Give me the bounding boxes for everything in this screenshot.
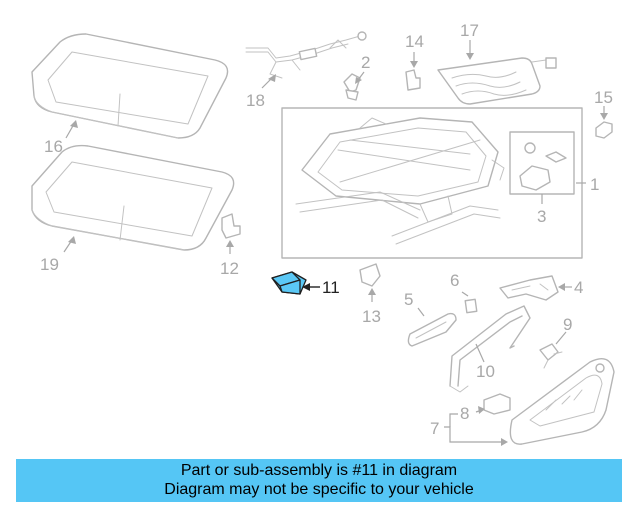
part-10-wire-frame [449, 305, 531, 393]
svg-text:3: 3 [537, 207, 546, 226]
part-16-seat-cushion-pad [31, 33, 229, 139]
callout-5: 5 [404, 290, 425, 317]
svg-text:16: 16 [44, 137, 63, 156]
callout-9: 9 [555, 315, 572, 345]
banner-line-2: Diagram may not be specific to your vehi… [164, 481, 474, 498]
svg-text:7: 7 [430, 419, 439, 438]
callout-7: 7 [430, 419, 508, 446]
callout-4: 4 [558, 278, 583, 297]
part-13-clip [359, 263, 381, 287]
svg-text:18: 18 [246, 91, 265, 110]
callout-15: 15 [594, 88, 613, 120]
part-9-pin [539, 343, 563, 369]
callout-8: 8 [449, 404, 485, 427]
part-7-side-panel [509, 358, 615, 445]
callout-2: 2 [355, 53, 370, 84]
callout-10: 10 [475, 343, 495, 381]
part-8-cover [483, 393, 511, 415]
callout-1: 1 [576, 175, 599, 194]
part-19-seat-cushion-cover [31, 144, 235, 251]
banner-line-1: Part or sub-assembly is #11 in diagram [180, 462, 458, 479]
svg-text:6: 6 [450, 271, 459, 290]
part-12-clip [221, 213, 241, 239]
part-17-seat-heater [437, 57, 557, 105]
callout-11[interactable]: 11 [302, 278, 340, 297]
svg-text:5: 5 [404, 290, 413, 309]
svg-text:19: 19 [40, 255, 59, 274]
callout-18: 18 [246, 74, 276, 110]
svg-text:15: 15 [594, 88, 613, 107]
svg-text:9: 9 [563, 315, 572, 334]
callout-17: 17 [460, 21, 479, 60]
part-5-trim-cover [407, 312, 457, 347]
part-18-wire-harness [245, 31, 367, 79]
part-4-bracket [499, 275, 559, 301]
part-11-highlighted [271, 271, 307, 295]
svg-text:17: 17 [460, 21, 479, 40]
callout-16: 16 [44, 120, 78, 156]
svg-text:1: 1 [590, 175, 599, 194]
svg-text:13: 13 [362, 307, 381, 326]
callout-14: 14 [405, 32, 424, 68]
svg-text:8: 8 [460, 404, 469, 423]
svg-text:14: 14 [405, 32, 424, 51]
callout-19: 19 [40, 236, 76, 274]
svg-text:10: 10 [476, 362, 495, 381]
part-info-banner: Part or sub-assembly is #11 in diagram D… [16, 459, 622, 502]
svg-text:2: 2 [361, 53, 370, 72]
svg-text:11: 11 [322, 278, 340, 297]
part-3-recliner-inset [509, 131, 575, 195]
svg-text:12: 12 [220, 259, 239, 278]
callout-12: 12 [220, 240, 239, 278]
part-15-plug [595, 121, 613, 139]
part-6-clip [464, 298, 478, 314]
callout-6: 6 [450, 271, 469, 297]
svg-text:4: 4 [574, 278, 583, 297]
part-14-bracket [405, 69, 421, 91]
callout-13: 13 [362, 288, 381, 326]
callout-3: 3 [537, 194, 546, 226]
